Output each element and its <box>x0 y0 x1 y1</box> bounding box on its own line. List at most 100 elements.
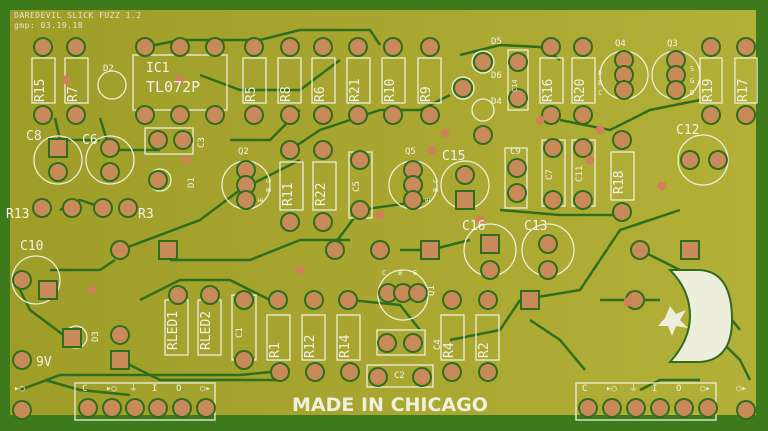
pad <box>207 107 223 123</box>
component-outline <box>74 382 216 421</box>
component-outline <box>266 314 291 361</box>
pad <box>457 167 473 183</box>
silkscreen-label-r15: R15 <box>33 78 48 102</box>
trace <box>44 378 131 397</box>
pad <box>282 214 298 230</box>
trace <box>170 238 350 262</box>
silkscreen-label-3: I <box>652 384 658 394</box>
silkscreen-label-b: B <box>398 269 403 277</box>
pad <box>102 140 118 156</box>
pad <box>405 335 421 351</box>
silkscreen-label-jack_in: ▸○ <box>14 384 25 394</box>
pad <box>102 164 118 180</box>
pad <box>172 107 188 123</box>
silkscreen-label-2: ⏚ <box>129 384 139 394</box>
silkscreen-label-r9: R9 <box>419 86 434 102</box>
silkscreen-label-c8: C8 <box>26 129 42 144</box>
component-outline <box>381 57 406 104</box>
silkscreen-label-5: ○▸ <box>200 384 211 394</box>
trace <box>13 279 71 341</box>
pad <box>668 52 684 68</box>
component-outline <box>507 49 529 111</box>
pad <box>80 400 96 416</box>
silkscreen-label-q3: Q3 <box>667 39 678 49</box>
component-outline <box>610 151 635 201</box>
trace <box>519 208 681 302</box>
pad <box>137 107 153 123</box>
pad <box>385 39 401 55</box>
pad <box>64 200 80 216</box>
pad <box>202 287 218 303</box>
pad <box>172 39 188 55</box>
pad <box>480 292 496 308</box>
pad <box>307 364 323 380</box>
pad <box>35 39 51 55</box>
silkscreen-label-v9: 9V <box>36 355 52 370</box>
pad <box>543 107 559 123</box>
pad <box>475 54 491 70</box>
silkscreen-label-1: ▸○ <box>606 384 617 394</box>
pad <box>575 39 591 55</box>
pad <box>480 364 496 380</box>
pad <box>405 192 421 208</box>
pad <box>616 52 632 68</box>
silkscreen-label-c2: C2 <box>394 371 405 381</box>
pad <box>68 39 84 55</box>
silkscreen-label-d4: D4 <box>491 97 502 107</box>
silkscreen-label-r4: R4 <box>442 342 457 358</box>
silkscreen-label-1: ▸○ <box>106 384 117 394</box>
pad <box>68 107 84 123</box>
pad <box>236 292 252 308</box>
silkscreen-label-c3: C3 <box>197 137 207 148</box>
silkscreen-label-b: B <box>598 79 603 87</box>
silkscreen-label-b: B <box>432 187 440 192</box>
pad-square <box>682 242 698 258</box>
silkscreen-label-rled2: RLED2 <box>199 310 214 350</box>
pad <box>444 364 460 380</box>
component-outline <box>471 98 495 122</box>
pad-square <box>50 140 66 156</box>
pad <box>14 352 30 368</box>
silkscreen-label-q4: Q4 <box>615 39 626 49</box>
silkscreen-label-r5: R5 <box>244 86 259 102</box>
silkscreen-label-r19: R19 <box>701 78 716 102</box>
pad <box>616 67 632 83</box>
pad <box>509 185 525 201</box>
silkscreen-label-r21: R21 <box>348 78 363 102</box>
pad <box>379 335 395 351</box>
silkscreen-label-r8: R8 <box>279 86 294 102</box>
pad <box>700 400 716 416</box>
pad <box>682 152 698 168</box>
component-outline <box>451 76 475 100</box>
pad <box>127 400 143 416</box>
component-outline <box>440 314 465 361</box>
pad <box>540 262 556 278</box>
pad <box>380 285 396 301</box>
silkscreen-label-c10: C10 <box>20 239 44 254</box>
silkscreen-label-c15: C15 <box>442 149 466 164</box>
pad-square <box>457 192 473 208</box>
pad <box>545 140 561 156</box>
pad <box>170 287 186 303</box>
via <box>595 125 605 135</box>
pad <box>545 192 561 208</box>
pad <box>540 236 556 252</box>
silkscreen-label-tl072p: TL072P <box>146 78 201 96</box>
trace <box>50 258 116 272</box>
pad <box>120 200 136 216</box>
pad <box>137 39 153 55</box>
pads <box>12 37 756 420</box>
silkscreen-label-d3: D3 <box>91 331 101 342</box>
via <box>623 297 633 307</box>
pad <box>575 192 591 208</box>
silkscreen-label-q1: Q1 <box>427 285 437 296</box>
component-outline <box>376 329 426 356</box>
component-outline <box>346 57 371 104</box>
component-outline <box>301 314 326 361</box>
component-outline <box>242 57 267 104</box>
pad <box>50 164 66 180</box>
pad <box>282 142 298 158</box>
pad <box>112 327 128 343</box>
pad <box>575 107 591 123</box>
